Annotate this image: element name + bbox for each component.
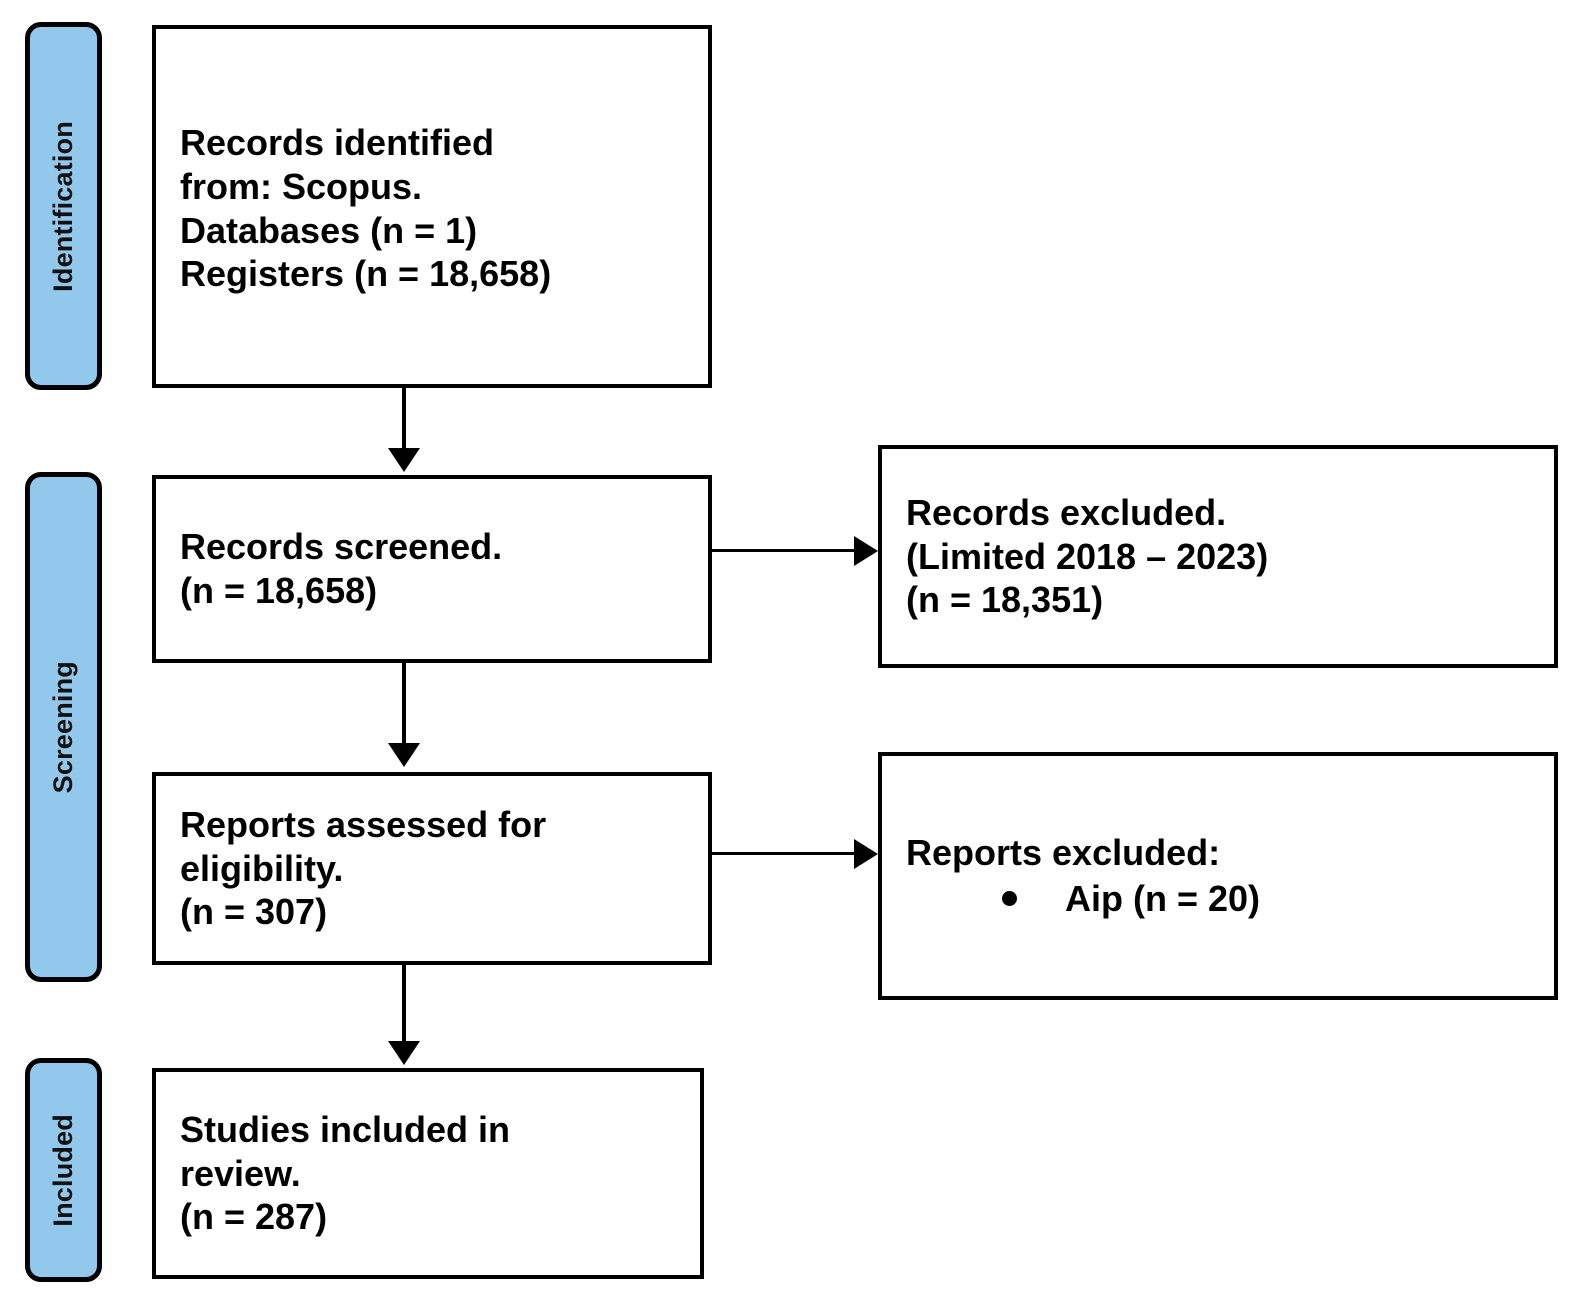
phase-label-included: Included bbox=[48, 1113, 78, 1227]
box-line: Studies included in bbox=[180, 1108, 511, 1150]
box-reports-excluded: Reports excluded: Aip (n = 20) bbox=[878, 752, 1558, 1000]
box-line: Reports assessed for bbox=[180, 803, 547, 845]
box-records-screened: Records screened. (n = 18,658) bbox=[152, 475, 712, 663]
box-records-screened-text: Records screened. (n = 18,658) bbox=[180, 525, 684, 613]
box-records-excluded: Records excluded. (Limited 2018 – 2023) … bbox=[878, 445, 1558, 668]
box-records-identified-text: Records identified from: Scopus. Databas… bbox=[180, 121, 684, 297]
connector-screened-to-eligibility bbox=[402, 663, 406, 745]
box-line: eligibility. bbox=[180, 847, 344, 889]
box-line: Records identified bbox=[180, 121, 495, 163]
box-line: (n = 18,658) bbox=[180, 570, 378, 611]
box-records-identified: Records identified from: Scopus. Databas… bbox=[152, 25, 712, 388]
box-studies-included-text: Studies included in review. (n = 287) bbox=[180, 1108, 676, 1240]
box-reports-excluded-text: Reports excluded: Aip (n = 20) bbox=[906, 831, 1530, 921]
box-reports-excluded-heading: Reports excluded: bbox=[906, 832, 1221, 874]
box-line: Registers (n = 18,658) bbox=[180, 253, 552, 295]
arrow-down-icon bbox=[388, 1041, 420, 1065]
phase-tab-identification: Identification bbox=[25, 22, 102, 390]
connector-screened-to-records-excluded bbox=[712, 549, 856, 552]
connector-identified-to-screened bbox=[402, 388, 406, 450]
box-reports-assessed-eligibility-text: Reports assessed for eligibility. (n = 3… bbox=[180, 803, 684, 935]
arrow-right-icon bbox=[854, 839, 878, 869]
arrow-right-icon bbox=[854, 536, 878, 566]
connector-eligibility-to-included bbox=[402, 965, 406, 1043]
box-line: (n = 18,351) bbox=[906, 579, 1104, 621]
arrow-down-icon bbox=[388, 448, 420, 472]
box-line: Aip (n = 20) bbox=[1065, 878, 1261, 919]
connector-eligibility-to-reports-excluded bbox=[712, 852, 856, 855]
bullet-icon bbox=[1002, 891, 1017, 907]
box-records-excluded-text: Records excluded. (Limited 2018 – 2023) … bbox=[906, 491, 1530, 623]
list-item: Aip (n = 20) bbox=[1002, 877, 1530, 921]
phase-tab-included: Included bbox=[25, 1058, 102, 1282]
box-line: Databases (n = 1) bbox=[180, 209, 478, 251]
phase-label-identification: Identification bbox=[48, 120, 78, 292]
box-line: (n = 307) bbox=[180, 891, 328, 933]
box-line: from: Scopus. bbox=[180, 165, 423, 207]
box-line: (Limited 2018 – 2023) bbox=[906, 535, 1269, 577]
box-line: Records excluded. bbox=[906, 491, 1227, 533]
phase-label-screening: Screening bbox=[48, 660, 78, 794]
box-line: Records screened. bbox=[180, 526, 503, 568]
box-reports-assessed-eligibility: Reports assessed for eligibility. (n = 3… bbox=[152, 772, 712, 965]
box-line: (n = 287) bbox=[180, 1196, 328, 1238]
box-studies-included: Studies included in review. (n = 287) bbox=[152, 1068, 704, 1279]
arrow-down-icon bbox=[388, 743, 420, 767]
phase-tab-screening: Screening bbox=[25, 472, 102, 982]
box-line: review. bbox=[180, 1152, 301, 1194]
